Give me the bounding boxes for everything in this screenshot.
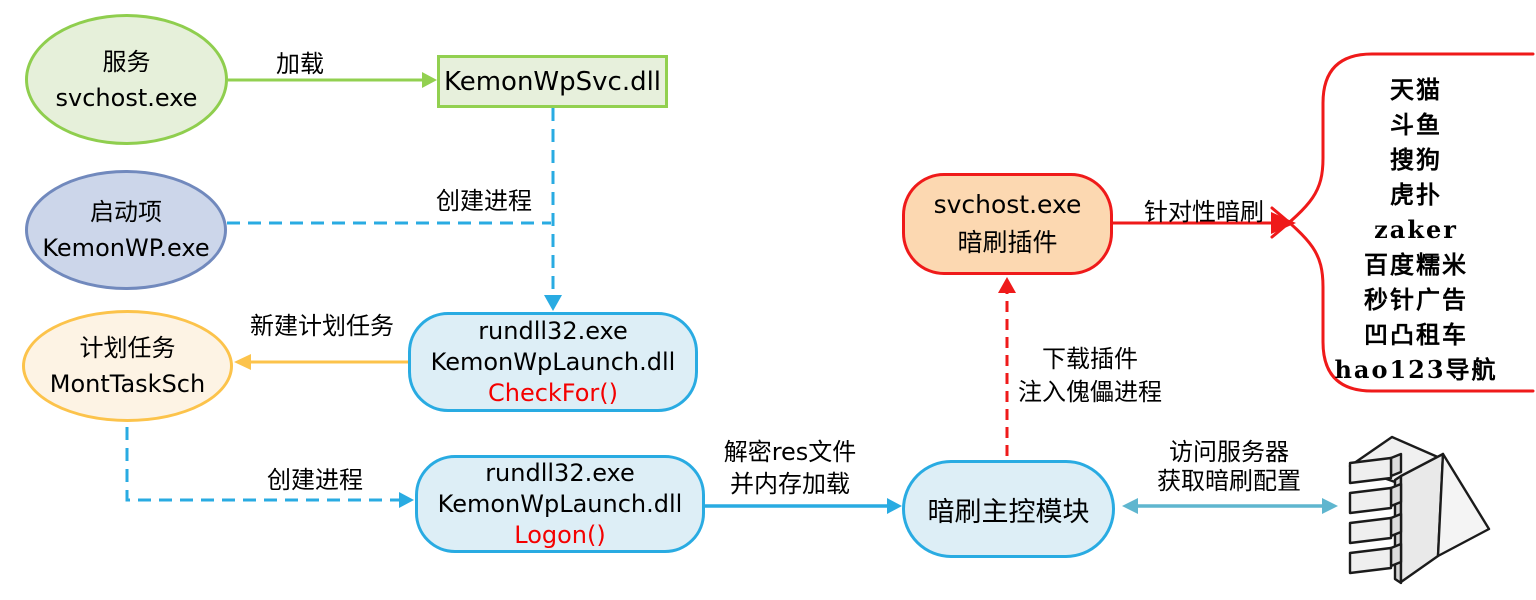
- target-site: 秒针广告: [1363, 285, 1468, 314]
- node-kemonwpsvc-dll: KemonWpSvc.dll: [437, 55, 668, 108]
- node-line: KemonWP.exe: [42, 234, 210, 262]
- label-line: 解密res文件: [723, 438, 857, 466]
- label-line: 访问服务器: [1169, 438, 1289, 466]
- node-scheduled-task: 计划任务 MontTaskSch: [22, 310, 233, 422]
- node-line: KemonWpSvc.dll: [443, 66, 662, 97]
- node-line: rundll32.exe: [478, 316, 628, 345]
- target-site: 斗鱼: [1389, 110, 1442, 139]
- label-create-process-bottom: 创建进程: [267, 466, 363, 494]
- node-function-line: Logon(): [514, 520, 606, 549]
- target-site: 凹凸租车: [1363, 320, 1468, 349]
- edge-create-process-bottom: [125, 427, 414, 508]
- node-line: KemonWpLaunch.dll: [437, 489, 683, 518]
- label-server-access: 访问服务器 获取暗刷配置: [1157, 438, 1301, 496]
- node-service-svchost: 服务 svchost.exe: [25, 14, 228, 145]
- node-line: 启动项: [90, 198, 162, 226]
- node-function-line: CheckFor(): [487, 378, 619, 407]
- server-icon: [1348, 435, 1491, 585]
- node-rundll32-logon: rundll32.exe KemonWpLaunch.dll Logon(): [415, 455, 705, 553]
- target-site: hao123导航: [1334, 355, 1498, 384]
- label-new-task: 新建计划任务: [250, 312, 394, 340]
- node-startup-kemonwp: 启动项 KemonWP.exe: [25, 170, 227, 290]
- target-site-list: 天猫 斗鱼 搜狗 虎扑 zaker 百度糯米 秒针广告 凹凸租车 hao123导…: [1334, 72, 1497, 387]
- label-line: 并内存加载: [729, 470, 850, 498]
- label-line: 获取暗刷配置: [1157, 467, 1301, 495]
- label-decrypt: 解密res文件 并内存加载: [724, 436, 857, 500]
- node-line: 暗刷主控模块: [927, 496, 1090, 528]
- edge-create-process-top: [544, 108, 562, 311]
- node-line: 服务: [102, 47, 151, 76]
- edge-targeted-arrow: [1113, 212, 1296, 234]
- target-site: 搜狗: [1389, 145, 1442, 174]
- label-create-process-top: 创建进程: [436, 187, 532, 215]
- label-line: 注入傀儡进程: [1018, 378, 1162, 406]
- edge-load-arrow: [228, 72, 437, 88]
- node-line: KemonWpLaunch.dll: [430, 347, 676, 376]
- label-targeted: 针对性暗刷: [1144, 198, 1264, 226]
- edge-server-access-arrow: [1122, 498, 1338, 514]
- node-line: MontTaskSch: [49, 370, 206, 398]
- node-line: 计划任务: [79, 334, 176, 362]
- node-master-module: 暗刷主控模块: [902, 460, 1115, 558]
- edge-decrypt-arrow: [705, 498, 902, 514]
- node-line: 暗刷插件: [957, 228, 1058, 257]
- edge-download-arrow: [998, 277, 1016, 456]
- label-line: 下载插件: [1042, 345, 1138, 373]
- label-download: 下载插件 注入傀儡进程: [1018, 343, 1162, 409]
- node-line: svchost.exe: [933, 190, 1082, 219]
- node-line: rundll32.exe: [485, 458, 635, 487]
- target-site: 天猫: [1389, 75, 1442, 104]
- node-svchost-plugin: svchost.exe 暗刷插件: [902, 173, 1113, 275]
- target-site: 虎扑: [1389, 180, 1442, 209]
- label-load: 加载: [276, 50, 324, 78]
- curly-brace: [1270, 52, 1535, 393]
- target-site: zaker: [1374, 215, 1458, 244]
- edge-new-task-arrow: [234, 354, 408, 370]
- node-line: svchost.exe: [55, 83, 198, 112]
- node-rundll32-checkfor: rundll32.exe KemonWpLaunch.dll CheckFor(…: [408, 312, 698, 412]
- target-site: 百度糯米: [1363, 250, 1468, 279]
